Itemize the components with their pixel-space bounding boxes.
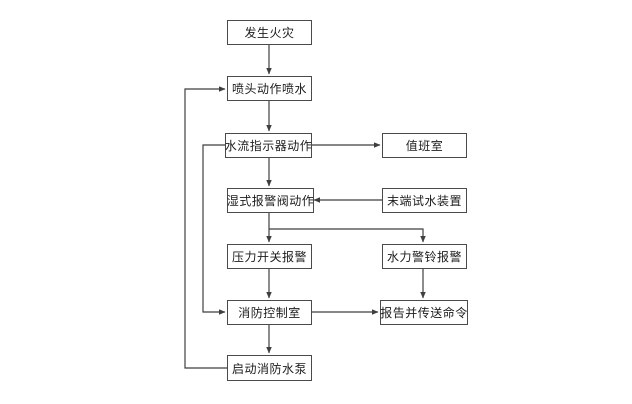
node-hydraulic-alarm-bell: 水力警铃报警 <box>382 244 467 269</box>
node-start-fire-pump: 启动消防水泵 <box>227 355 312 381</box>
node-wet-alarm-valve: 湿式报警阀动作 <box>227 188 314 213</box>
edge-wet-valve-to-hydraulic-bell <box>269 228 426 243</box>
node-water-flow-indicator: 水流指示器动作 <box>225 133 312 158</box>
edge-start-pump-feedback-to-sprinkler <box>184 86 227 369</box>
edge-flow-indicator-feedback-to-control-room <box>202 144 226 315</box>
node-end-test-water-device: 末端试水装置 <box>382 188 467 213</box>
node-pressure-switch-alarm: 压力开关报警 <box>227 244 312 269</box>
node-duty-room: 值班室 <box>382 133 467 158</box>
node-fire-control-room: 消防控制室 <box>227 300 312 325</box>
node-report-transmit-command: 报告并传送命令 <box>380 300 468 325</box>
node-sprinkler-activation: 喷头动作喷水 <box>227 76 312 101</box>
node-fire-occurrence: 发生火灾 <box>227 20 312 45</box>
